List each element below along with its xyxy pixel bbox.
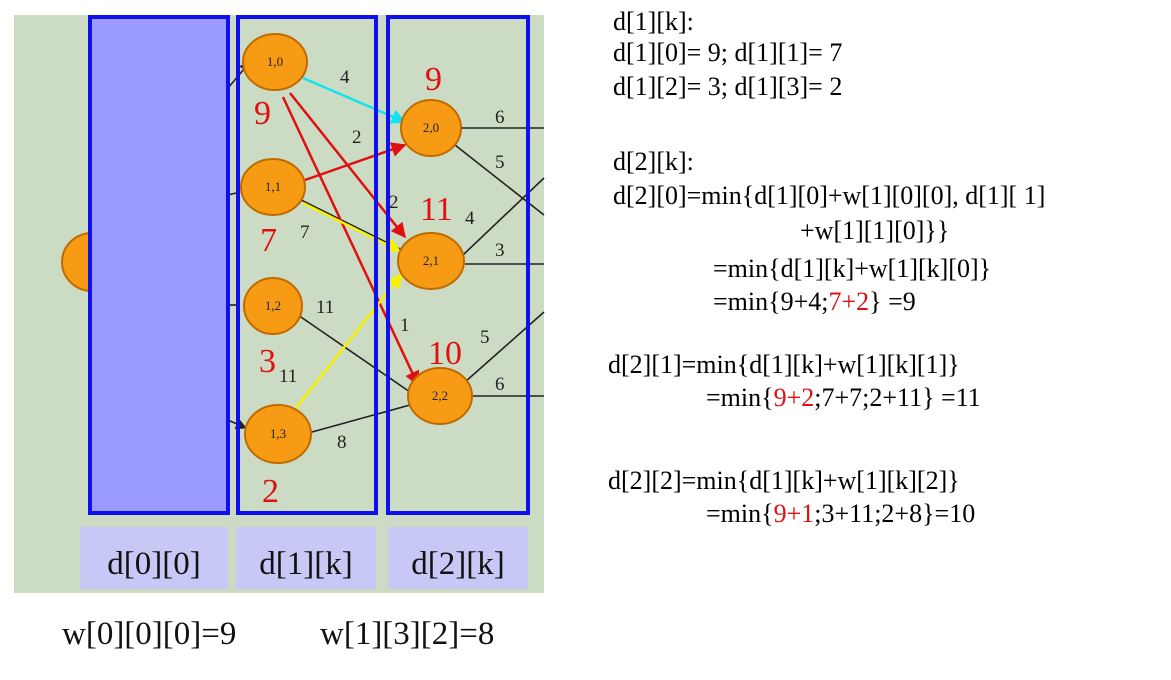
edge-21-out-a bbox=[462, 177, 545, 256]
bottom-formula-w000: w[0][0][0]=9 bbox=[62, 616, 237, 652]
d21-min-term: 9+2 bbox=[773, 383, 815, 412]
column-d00-box bbox=[88, 15, 230, 515]
red-edge-10-21 bbox=[289, 92, 406, 239]
weight-12-22: 11 bbox=[279, 366, 297, 387]
node-label: 1,3 bbox=[270, 426, 286, 441]
edge-22-out-a bbox=[464, 311, 545, 383]
value-d21: 11 bbox=[420, 191, 453, 228]
edge-12-22-black bbox=[297, 314, 411, 393]
value-d22: 10 bbox=[428, 335, 462, 372]
label-box-d00 bbox=[80, 527, 228, 589]
node-2-0: 2,0 bbox=[400, 99, 462, 157]
node-2-2: 2,2 bbox=[407, 367, 473, 425]
yellow-edge-13-21 bbox=[295, 272, 403, 409]
line-d22-formula: d[2][2]=min{d[1][k]+w[1][k][2]} bbox=[608, 466, 960, 495]
line-d1-values-a: d[1][0]= 9; d[1][1]= 7 bbox=[613, 38, 843, 67]
node-label: 1,1 bbox=[265, 179, 281, 194]
node-1-3: 1,3 bbox=[244, 404, 312, 464]
weight-22-out-b: 6 bbox=[495, 374, 505, 395]
line-d20-result: =min{9+4;7+2} =9 bbox=[713, 286, 916, 317]
line-d21-formula: d[2][1]=min{d[1][k]+w[1][k][1]} bbox=[608, 350, 960, 379]
d22-result-suffix: ;3+11;2+8}=10 bbox=[814, 499, 976, 528]
dp-graph-diagram: 1,0 1,1 1,2 1,3 2,0 2,1 2,2 4 2 7 2 4 11… bbox=[14, 15, 545, 593]
node-2-1: 2,1 bbox=[397, 232, 465, 290]
column-label-d2k: d[2][k] bbox=[411, 546, 504, 582]
bottom-formula-w132: w[1][3][2]=8 bbox=[320, 616, 495, 652]
weight-10-21: 2 bbox=[352, 127, 362, 148]
line-d20-formula-cont: +w[1][1][0]}} bbox=[800, 216, 950, 245]
weight-13-22: 8 bbox=[337, 432, 347, 453]
node-label: 1,2 bbox=[265, 298, 281, 313]
column-d1k-box bbox=[236, 15, 378, 515]
weight-11-20: 2 bbox=[389, 192, 399, 213]
d20-result-suffix: } =9 bbox=[869, 287, 916, 316]
label-box-d1k bbox=[236, 527, 376, 589]
d22-min-term: 9+1 bbox=[773, 499, 815, 528]
value-d10: 9 bbox=[254, 95, 271, 132]
d21-result-prefix: =min{ bbox=[706, 383, 774, 412]
weight-10-20: 4 bbox=[340, 67, 350, 88]
node-1-0: 1,0 bbox=[242, 33, 308, 91]
value-d11: 7 bbox=[260, 222, 277, 259]
line-d22-result: =min{9+1;3+11;2+8}=10 bbox=[706, 498, 975, 529]
heading-d2k: d[2][k]: bbox=[613, 147, 694, 176]
red-edge-10-22 bbox=[281, 96, 420, 387]
column-d2k-box bbox=[386, 15, 530, 515]
weight-10-22: 1 bbox=[400, 315, 410, 336]
line-d21-result: =min{9+2;7+7;2+11} =11 bbox=[706, 382, 981, 413]
node-label: 2,2 bbox=[432, 388, 448, 403]
heading-d1k: d[1][k]: bbox=[613, 7, 694, 36]
line-d20-formula: d[2][0]=min{d[1][0]+w[1][0][0], d[1][ 1] bbox=[613, 181, 1046, 210]
column-label-d00: d[0][0] bbox=[107, 546, 200, 582]
node-1-2: 1,2 bbox=[243, 277, 303, 335]
node-label: 2,0 bbox=[423, 120, 439, 135]
value-d13: 2 bbox=[262, 473, 279, 510]
node-label: 1,0 bbox=[267, 54, 283, 69]
column-label-d1k: d[1][k] bbox=[259, 546, 352, 582]
d20-result-prefix: =min{9+4; bbox=[713, 287, 829, 316]
node-1-1: 1,1 bbox=[240, 158, 306, 216]
d21-result-suffix: ;7+7;2+11} =11 bbox=[814, 383, 981, 412]
node-label: 2,1 bbox=[423, 253, 439, 268]
weight-20-out-a: 6 bbox=[495, 107, 505, 128]
weight-11-21: 7 bbox=[300, 222, 310, 243]
label-box-d2k bbox=[388, 527, 528, 589]
weight-12-21: 4 bbox=[465, 208, 475, 229]
edge-13-22-black bbox=[311, 404, 411, 433]
value-d12: 3 bbox=[259, 343, 276, 380]
edge-11-21-black bbox=[294, 196, 403, 251]
d20-min-term: 7+2 bbox=[828, 287, 870, 316]
weight-20-out-b: 5 bbox=[495, 152, 505, 173]
value-d20: 9 bbox=[425, 61, 442, 98]
line-d1-values-b: d[1][2]= 3; d[1][3]= 2 bbox=[613, 72, 843, 101]
weight-22-out-a: 5 bbox=[480, 327, 490, 348]
weight-21-out: 3 bbox=[495, 240, 505, 261]
d22-result-prefix: =min{ bbox=[706, 499, 774, 528]
weight-12-21b: 11 bbox=[316, 297, 334, 318]
yellow-edge-11-21 bbox=[302, 201, 402, 253]
line-d20-min-general: =min{d[1][k]+w[1][k][0]} bbox=[713, 254, 992, 283]
highlighted-edges bbox=[281, 76, 420, 409]
